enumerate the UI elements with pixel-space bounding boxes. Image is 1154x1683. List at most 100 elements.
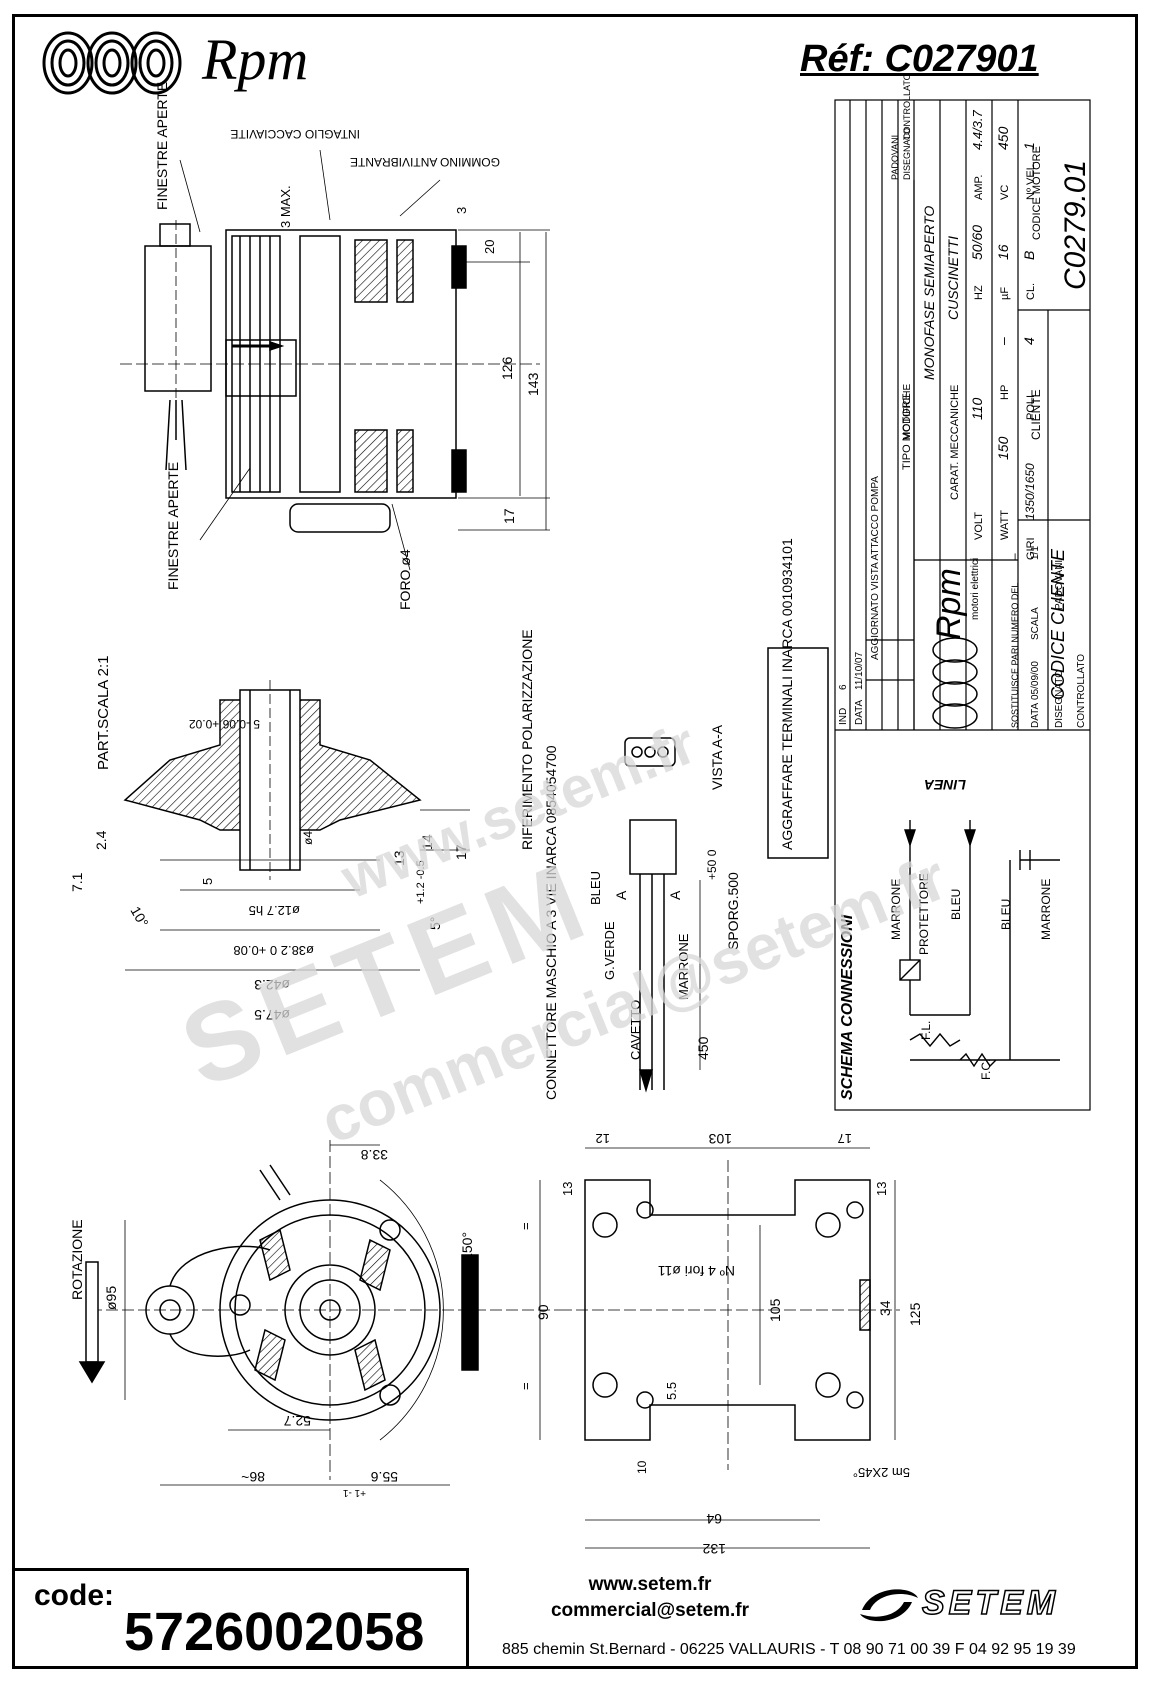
section-dim-7: 17 (453, 844, 469, 860)
front-view (78, 1140, 560, 1486)
front-label-d95: ø95 (103, 1286, 119, 1310)
top-label-intaglio: INTAGLIO CACCIAVITE (230, 127, 360, 141)
section-dim-12: ø38.2 0 +0.08 (233, 943, 314, 958)
flange-dim-125: 125 (907, 1302, 923, 1326)
flange-view (539, 1147, 900, 1549)
spec-watt-value: 150 (995, 436, 1011, 460)
schema-linea: LINEA (924, 777, 966, 793)
section-dim-10: 10° (127, 904, 151, 930)
title-block (834, 99, 1091, 1111)
flange-dim-13b: 13 (874, 1182, 889, 1196)
connector-label-11: 450 (695, 1036, 711, 1060)
tipo-motore-label: TIPO MOTORE (901, 393, 913, 470)
rev-row-n: 6 (838, 684, 849, 690)
flange-dim-5-5: 5.5 (664, 1382, 679, 1400)
section-dim-4: ø4 (301, 831, 315, 845)
top-label-finestre-2: FINESTRE APERTE (165, 462, 181, 590)
connector-label-3: BLEU (588, 871, 603, 905)
spec-hz-value: 50/60 (969, 225, 985, 260)
top-dim-17: 17 (501, 508, 517, 524)
disegnato-value: PADOVANI (1054, 560, 1065, 610)
flange-dim-105: 105 (767, 1298, 783, 1322)
scala-label: SCALA (1030, 607, 1041, 640)
footer-email[interactable]: commercial@setem.fr (550, 1600, 750, 1621)
section-dim-11: ø12.7 h5 (249, 903, 300, 918)
connector-label-5: A (667, 890, 683, 900)
flange-dim-12: 12 (596, 1131, 610, 1146)
rev-col-controllato: CONTROLLATO (902, 73, 912, 140)
tipo-motore-value: MONOFASE SEMIAPERTO (921, 206, 937, 380)
sostituisce-value: – (1007, 553, 1021, 560)
connector-label-1: VISTA A-A (709, 724, 725, 790)
top-view (120, 149, 550, 571)
spec-cl-value: B (1021, 251, 1037, 260)
top-dim-3: 3 (454, 207, 469, 214)
connector-label-2: AGGRAFFARE TERMINALI INARCA 0010934101 (779, 538, 795, 850)
section-dim-13: ø42.3 (254, 977, 290, 993)
rpm-logo: Rpm (40, 26, 370, 100)
spec-giri-value: 1350/1650 (1023, 463, 1037, 520)
spec-hp-value: – (995, 337, 1011, 346)
codice-motore-label: CODICE MOTORE (1031, 146, 1043, 240)
flange-dim-10: 10 (635, 1460, 649, 1474)
section-dim-2: 7.1 (69, 872, 85, 892)
spec-vc-value: 450 (995, 126, 1011, 150)
spec-poli-value: 4 (1021, 337, 1037, 345)
connector-view (624, 647, 829, 1093)
sostituisce-label: SOSTITUISCE PARI NUMERO DEL (1010, 583, 1020, 728)
brand-name: Rpm (202, 27, 309, 92)
front-label-33-8: 33.8 (361, 1147, 388, 1163)
rpm-mini-logo-icon (932, 637, 978, 729)
spec-giri-label: GIRI (1025, 537, 1037, 560)
code-box: code: 5726002058 (14, 1568, 469, 1667)
coil-logo-icon (42, 31, 182, 95)
top-dim-3max: 3 MAX. (278, 185, 293, 228)
rev-col-ind: IND (838, 708, 849, 725)
wiring-schema (899, 820, 1060, 1068)
codice-motore-value: C0279.01 (1059, 160, 1092, 290)
data-label: DATA (1030, 702, 1041, 728)
connector-label-6: +50 0 (705, 849, 719, 880)
schema-marrone-2: MARRONE (1039, 879, 1053, 940)
section-dim-14: ø47.5 (254, 1007, 290, 1023)
spec-amp-label: AMP. (973, 175, 985, 200)
schema-bleu-2: BLEU (999, 899, 1013, 930)
rev-col-modifiche: MODIFICHE (902, 384, 913, 440)
flange-dim-103: 103 (708, 1131, 732, 1147)
rev-col-disegnato: DISEGNATO (902, 128, 912, 180)
controllato-label: CONTROLLATO (1076, 654, 1087, 728)
connector-label-8: G.VERDE (602, 921, 617, 980)
carat-label: CARAT. MECCANICHE (949, 385, 961, 500)
spec-uf-value: 16 (995, 244, 1011, 260)
spec-vel-label: Nº VEL. (1025, 161, 1037, 200)
spec-vel-value: 1 (1021, 142, 1037, 150)
spec-amp-value: 4.4/3.7 (970, 109, 985, 150)
schema-title: SCHEMA CONNESSIONI (839, 914, 856, 1100)
rev-row-date: 11/10/07 (854, 651, 865, 690)
flange-eq-1: = (518, 1222, 533, 1230)
section-dim-1: 2.4 (93, 830, 109, 850)
connector-label-9: MARRONE (676, 933, 691, 1000)
spec-uf-label: µF (999, 287, 1011, 300)
footer-website[interactable]: www.setem.fr (588, 1574, 712, 1595)
setem-wordmark: SETEM (921, 1583, 1060, 1623)
section-dim-6: 14 (419, 834, 435, 850)
schema-bleu-1: BLEU (949, 889, 963, 920)
front-label-tol: +1 -1 (342, 1487, 366, 1498)
flange-dim-17: 17 (838, 1131, 852, 1146)
connector-label-7: SPORG.500 (725, 872, 741, 950)
code-value: 5726002058 (124, 1602, 425, 1662)
connector-label-4: A (613, 890, 629, 900)
flange-dim-chamfer: 5m 2X45° (853, 1465, 910, 1480)
rev-col-data: DATA (854, 699, 865, 725)
connector-label-0: RIFERIMENTO POLARIZZAZIONE (519, 629, 535, 850)
flange-eq-2: = (518, 1382, 533, 1390)
front-label-52-7: 52.7 (284, 1413, 311, 1429)
spec-volt-label: VOLT (973, 512, 985, 540)
carat-value: CUSCINETTI (945, 236, 961, 320)
section-dim-9: 5° (427, 917, 443, 930)
spec-volt-value: 110 (969, 397, 985, 420)
codice-cliente-label: CODICE CLIENTE (1048, 548, 1068, 700)
section-scale-label: PART.SCALA 2:1 (95, 655, 112, 770)
